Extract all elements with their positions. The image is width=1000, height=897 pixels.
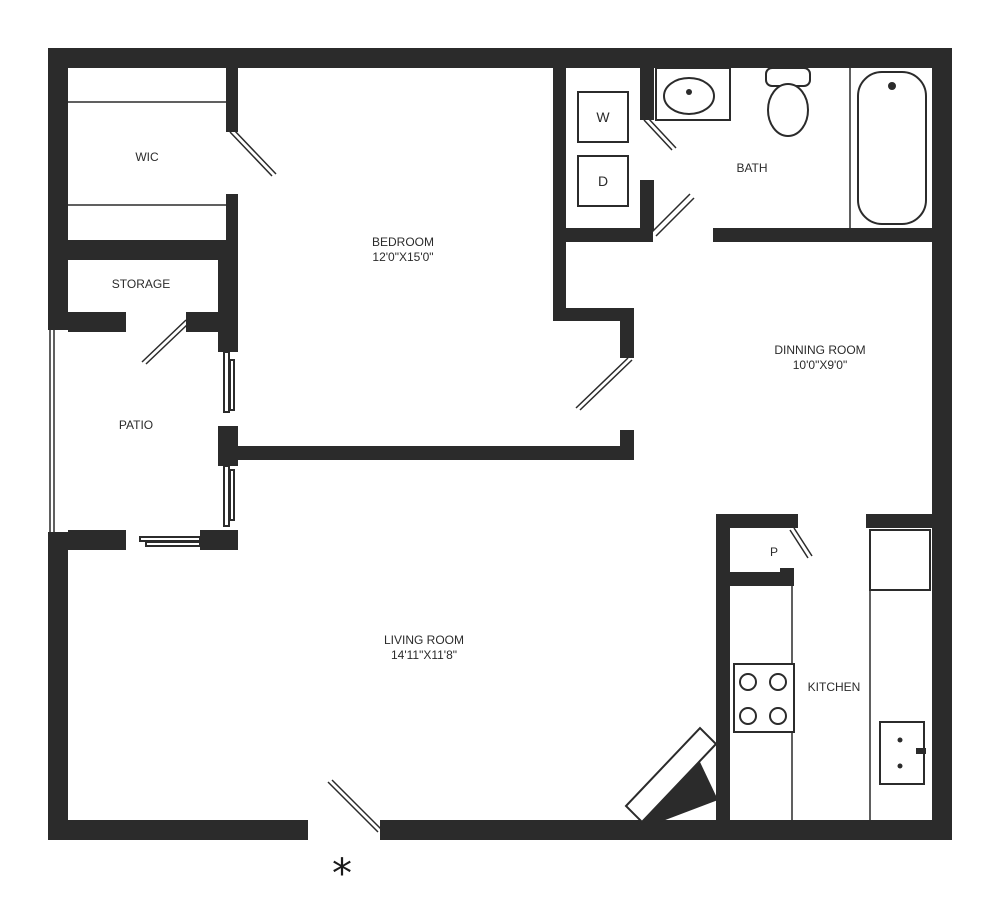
- pantry-label: P: [769, 545, 779, 559]
- wic-door: [229, 129, 277, 177]
- washer-label: W: [596, 109, 610, 125]
- room-label-living: LIVING ROOM 14'11"X11'8": [384, 633, 464, 663]
- patio-railing: [49, 330, 55, 532]
- bedroom-name: BEDROOM: [371, 235, 435, 249]
- kitchen-fixtures: [624, 529, 931, 824]
- dining-name: DINNING ROOM: [774, 343, 866, 357]
- living-name: LIVING ROOM: [383, 633, 465, 647]
- room-label-patio: PATIO: [118, 418, 154, 432]
- dining-dims: 10'0"X9'0": [792, 358, 848, 372]
- bath-fixtures: [577, 67, 927, 228]
- doors: [139, 117, 813, 833]
- bath-door: [651, 193, 695, 237]
- wic-shelves: [68, 101, 226, 206]
- room-label-bedroom: BEDROOM 12'0"X15'0": [372, 235, 434, 265]
- bath-sink-door: [643, 117, 677, 151]
- room-label-kitchen: KITCHEN: [807, 680, 861, 694]
- interior-walls: [68, 68, 932, 822]
- asterisk-icon: *: [332, 851, 352, 897]
- room-label-storage: STORAGE: [111, 277, 171, 291]
- dryer-label: D: [597, 173, 609, 189]
- pantry-door: [789, 527, 813, 559]
- storage-door: [141, 319, 189, 365]
- bedroom-dims: 12'0"X15'0": [372, 250, 434, 264]
- living-dims: 14'11"X11'8": [390, 648, 458, 662]
- patio-sliding-door-lower: [139, 465, 235, 547]
- patio-sliding-door-upper: [223, 351, 235, 413]
- room-label-wic: WIC: [135, 150, 159, 164]
- room-label-dining: DINNING ROOM 10'0"X9'0": [774, 343, 865, 373]
- exterior-walls: [48, 48, 952, 840]
- bedroom-door: [575, 357, 633, 411]
- entry-door: [327, 779, 383, 833]
- room-label-bath: BATH: [736, 161, 768, 175]
